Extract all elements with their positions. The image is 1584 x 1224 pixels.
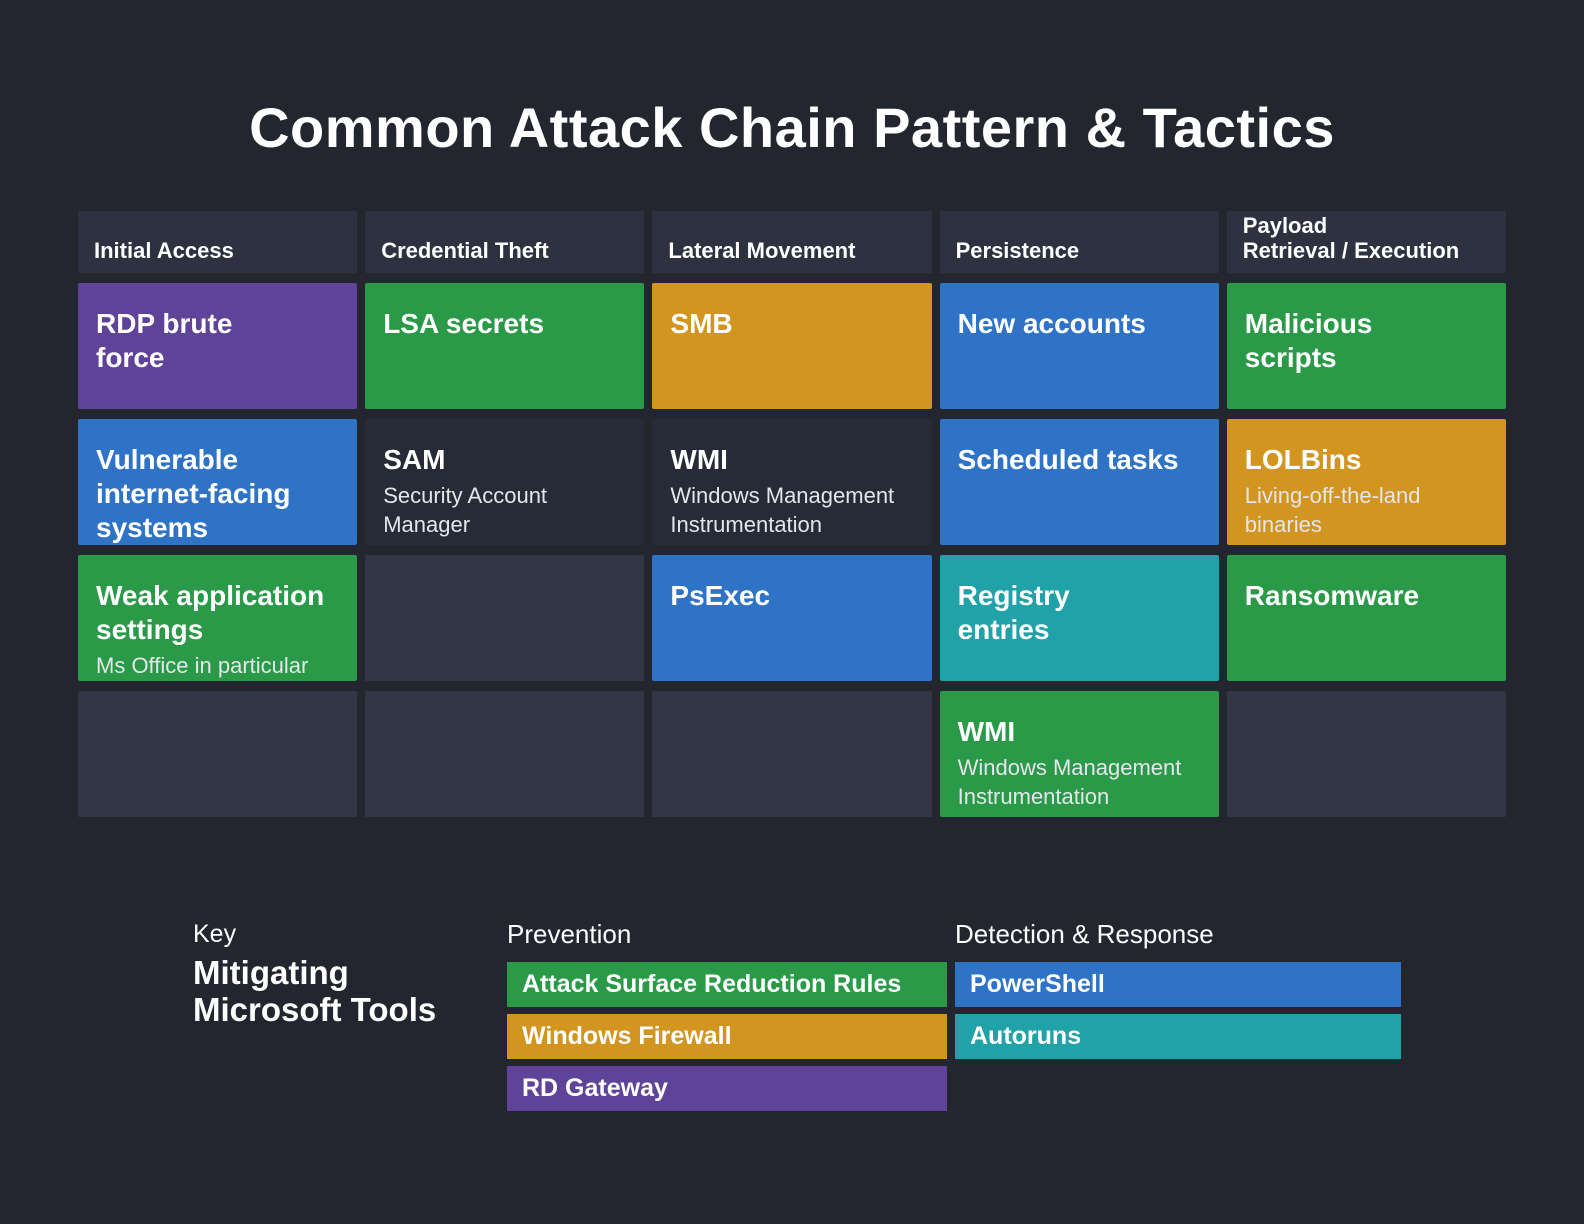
legend-bar-attack-surface-reduction-rules: Attack Surface Reduction Rules — [507, 962, 947, 1007]
empty-cell — [78, 691, 358, 817]
column-header-credential-theft: Credential Theft — [365, 211, 645, 273]
cell-rdp-brute-force: RDP brute force — [78, 283, 358, 409]
cell-subtitle: Windows Management Instrumentation — [957, 755, 1182, 809]
legend-prevention-column: Prevention Attack Surface Reduction Rule… — [507, 918, 947, 1118]
legend-bar-label: PowerShell — [970, 970, 1105, 998]
legend-bar-windows-firewall: Windows Firewall — [507, 1014, 947, 1059]
column-credential-theft: Credential Theft LSA secrets SAM Securit… — [365, 211, 645, 817]
cell-title: SMB — [670, 308, 733, 339]
cell-title: Malicious scripts — [1244, 308, 1373, 373]
empty-cell — [1226, 691, 1506, 817]
column-initial-access: Initial Access RDP brute force Vulnerabl… — [78, 211, 358, 817]
cell-lsa-secrets: LSA secrets — [365, 283, 645, 409]
cell-new-accounts: New accounts — [939, 283, 1219, 409]
cell-title: RDP brute force — [96, 308, 233, 373]
column-lateral-movement: Lateral Movement SMB WMI Windows Managem… — [652, 211, 932, 817]
cell-title: WMI — [957, 716, 1016, 747]
legend-bar-autoruns: Autoruns — [955, 1014, 1401, 1059]
cell-psexec: PsExec — [652, 555, 932, 681]
cell-title: Registry entries — [957, 580, 1070, 645]
cell-title: PsExec — [670, 580, 771, 611]
legend-bar-label: Windows Firewall — [522, 1022, 732, 1050]
cell-title: New accounts — [957, 308, 1146, 339]
cell-subtitle: Ms Office in particular — [96, 653, 309, 678]
legend-bar-label: Autoruns — [970, 1022, 1082, 1050]
empty-cell — [652, 691, 932, 817]
cell-scheduled-tasks: Scheduled tasks — [939, 419, 1219, 545]
legend-detection-column: Detection & Response PowerShell Autoruns — [955, 918, 1401, 1066]
legend-bar-label: RD Gateway — [522, 1074, 668, 1102]
attack-chain-grid: Initial Access RDP brute force Vulnerabl… — [78, 211, 1506, 817]
cell-title: Scheduled tasks — [957, 444, 1179, 475]
legend-bar-label: Attack Surface Reduction Rules — [522, 970, 902, 998]
column-header-lateral-movement: Lateral Movement — [652, 211, 932, 273]
column-header-payload-retrieval-execution: Payload Retrieval / Execution — [1226, 211, 1506, 273]
cell-title: Weak application settings — [96, 580, 325, 645]
cell-wmi-persistence: WMI Windows Management Instrumentation — [939, 691, 1219, 817]
cell-title: WMI — [670, 444, 728, 475]
cell-title: LOLBins — [1244, 444, 1362, 475]
cell-subtitle: Windows Management Instrumentation — [670, 483, 895, 537]
cell-weak-application-settings: Weak application settings Ms Office in p… — [78, 555, 358, 681]
legend-key-title: Mitigating Microsoft Tools — [193, 954, 437, 1028]
cell-sam: SAM Security Account Manager — [365, 419, 645, 545]
cell-smb: SMB — [652, 283, 932, 409]
column-header-persistence: Persistence — [939, 211, 1219, 273]
cell-subtitle: Living-off-the-land binaries — [1244, 483, 1421, 537]
cell-title: LSA secrets — [383, 308, 545, 339]
column-payload-retrieval-execution: Payload Retrieval / Execution Malicious … — [1226, 211, 1506, 817]
cell-wmi-lateral-movement: WMI Windows Management Instrumentation — [652, 419, 932, 545]
column-persistence: Persistence New accounts Scheduled tasks… — [939, 211, 1219, 817]
legend-key-label: Key — [193, 920, 237, 948]
legend-bar-rd-gateway: RD Gateway — [507, 1066, 947, 1111]
column-header-initial-access: Initial Access — [78, 211, 358, 273]
legend-bar-powershell: PowerShell — [955, 962, 1401, 1007]
empty-cell — [365, 691, 645, 817]
cell-malicious-scripts: Malicious scripts — [1226, 283, 1506, 409]
cell-vulnerable-internet-facing-systems: Vulnerable internet-facing systems — [78, 419, 358, 545]
legend-detection-heading: Detection & Response — [955, 919, 1214, 949]
cell-subtitle: Security Account Manager — [383, 483, 548, 537]
cell-ransomware: Ransomware — [1226, 555, 1506, 681]
cell-title: SAM — [383, 444, 446, 475]
legend-prevention-heading: Prevention — [507, 919, 632, 949]
page-title: Common Attack Chain Pattern & Tactics — [249, 96, 1335, 159]
empty-cell — [365, 555, 645, 681]
cell-title: Vulnerable internet-facing systems — [96, 444, 291, 543]
cell-registry-entries: Registry entries — [939, 555, 1219, 681]
legend-key-block: Key Mitigating Microsoft Tools — [193, 918, 436, 1028]
cell-lolbins: LOLBins Living-off-the-land binaries — [1226, 419, 1506, 545]
cell-title: Ransomware — [1244, 580, 1420, 611]
